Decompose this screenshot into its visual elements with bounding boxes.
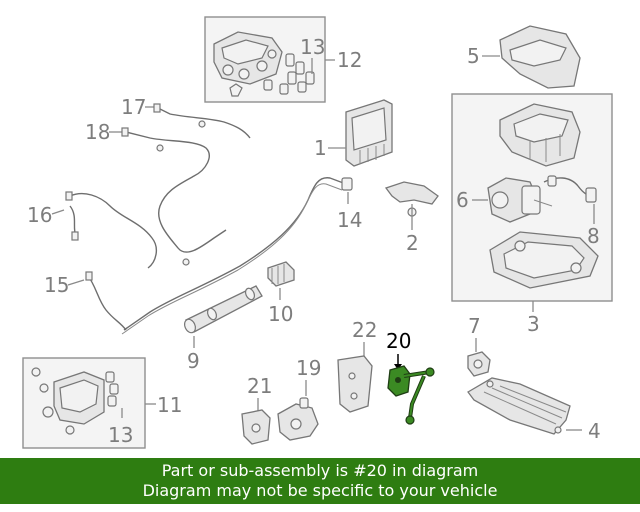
- part-2-group: 2: [384, 181, 439, 255]
- callout-12: 12: [337, 48, 362, 72]
- wire-part-18: [125, 131, 227, 253]
- exploded-parts-diagram: 13 12 5: [22, 16, 613, 449]
- banner-line-part: Part or sub-assembly is #20 in diagram: [161, 461, 479, 480]
- part-3-group: 6 8 3: [451, 93, 613, 336]
- bushing-part-10: [267, 261, 295, 287]
- abs-module-drawing: [213, 31, 283, 97]
- bracket-part-22: [337, 355, 373, 413]
- callout-21: 21: [247, 374, 272, 398]
- wire-part-17: [157, 107, 251, 139]
- callout-13-bottom: 13: [108, 423, 133, 447]
- wire-17-group: 17: [121, 95, 251, 139]
- callout-2: 2: [406, 231, 419, 255]
- part-22-group: 22: [337, 318, 377, 413]
- abs-unit-drawing: [31, 367, 119, 435]
- info-banner: Part or sub-assembly is #20 in diagram D…: [0, 458, 640, 504]
- part-21-group: 21: [241, 374, 272, 445]
- wire-part-15: [87, 275, 127, 331]
- callout-1: 1: [314, 136, 327, 160]
- callout-22: 22: [352, 318, 377, 342]
- plate-part-4: [467, 377, 571, 435]
- callout-16-leader: [51, 209, 65, 215]
- callout-11: 11: [157, 393, 182, 417]
- callout-10: 10: [268, 302, 293, 326]
- callout-15-leader: [67, 279, 85, 286]
- wire-16-group: 16: [27, 191, 158, 269]
- part-12-group: 13 12: [204, 16, 362, 103]
- callout-8: 8: [587, 224, 600, 248]
- part-19-group: 19: [277, 356, 321, 441]
- part-20-group: 20: [386, 329, 435, 425]
- banner-line-disclaimer: Diagram may not be specific to your vehi…: [142, 481, 498, 500]
- wire-15-group: 15: [44, 271, 127, 331]
- harness-drawing-part-8: [543, 175, 597, 203]
- callout-15: 15: [44, 273, 69, 297]
- part-9-group: 9: [183, 285, 263, 373]
- callout-17: 17: [121, 95, 146, 119]
- part-4-group: 4: [467, 377, 601, 443]
- height-sensor-part-20: [387, 365, 435, 425]
- callout-16: 16: [27, 203, 52, 227]
- callout-18: 18: [85, 120, 110, 144]
- compressor-drawing-part-6: [487, 177, 553, 223]
- part-10-group: 10: [267, 261, 295, 326]
- bolt-set-drawing: [263, 53, 315, 95]
- callout-19: 19: [296, 356, 321, 380]
- line-14-group: 14: [121, 177, 362, 335]
- callout-9: 9: [187, 349, 200, 373]
- part-11-group: 11 13: [22, 357, 182, 449]
- callout-6: 6: [456, 188, 469, 212]
- tray-drawing: [489, 231, 599, 289]
- callout-20: 20: [386, 329, 411, 353]
- callout-3: 3: [527, 312, 540, 336]
- part-5-group: 5: [467, 25, 581, 89]
- callout-14: 14: [337, 208, 362, 232]
- callout-13-top: 13: [300, 35, 325, 59]
- wire-part-16: [69, 192, 158, 269]
- cover-drawing: [499, 103, 581, 167]
- part-7-group: 7: [467, 314, 491, 377]
- line-part-14: [123, 177, 347, 331]
- callout-5: 5: [467, 44, 480, 68]
- callout-20-arrowhead: [394, 364, 402, 370]
- callout-7: 7: [468, 314, 481, 338]
- callout-4: 4: [588, 419, 601, 443]
- bracket-part-2: [384, 181, 439, 205]
- part-1-group: 1: [314, 99, 393, 167]
- wire-18-group: 18: [85, 120, 227, 266]
